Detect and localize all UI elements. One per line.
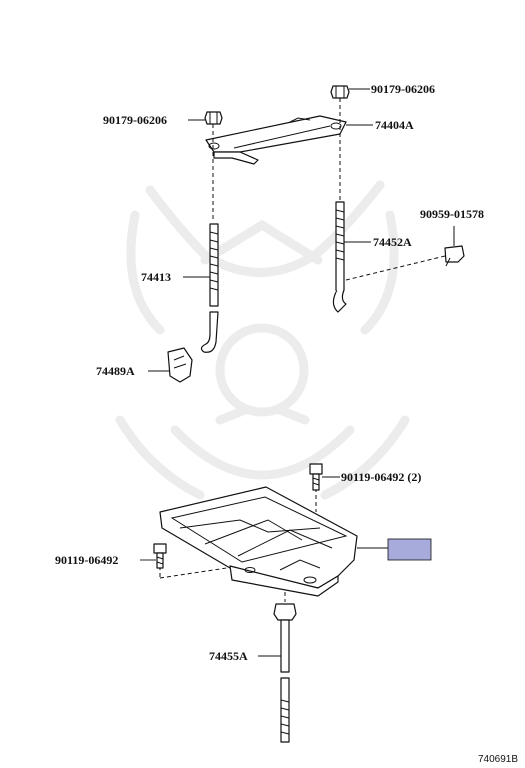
bolt-tray-right[interactable] bbox=[309, 463, 323, 491]
rod-left[interactable] bbox=[200, 223, 219, 353]
label-nut-top-right: 90179-06206 bbox=[371, 82, 435, 96]
label-rod-right: 74452A bbox=[373, 235, 412, 249]
highlight-box[interactable] bbox=[387, 538, 432, 561]
clip[interactable] bbox=[444, 226, 465, 267]
nut-top-left[interactable] bbox=[204, 111, 223, 125]
rod-right[interactable] bbox=[332, 201, 347, 313]
label-rod-left: 74413 bbox=[141, 270, 171, 284]
long-bolt[interactable] bbox=[273, 603, 297, 743]
label-hold-down-clamp: 74404A bbox=[375, 118, 414, 132]
samurai-watermark bbox=[115, 180, 410, 500]
label-retainer: 74489A bbox=[96, 364, 135, 378]
hold-down-clamp[interactable] bbox=[205, 115, 347, 165]
retainer[interactable] bbox=[167, 347, 193, 383]
label-clip: 90959-01578 bbox=[420, 207, 484, 221]
bolt-tray-left[interactable] bbox=[153, 543, 167, 569]
nut-top-right[interactable] bbox=[330, 85, 350, 99]
label-long-bolt: 74455A bbox=[209, 649, 248, 663]
label-bolt-tray-left: 90119-06492 bbox=[55, 553, 118, 567]
drawing-code: 740691B bbox=[478, 754, 518, 765]
battery-tray[interactable] bbox=[159, 486, 358, 597]
label-nut-top-left: 90179-06206 bbox=[103, 113, 167, 127]
label-bolt-tray-right: 90119-06492 (2) bbox=[341, 470, 421, 484]
